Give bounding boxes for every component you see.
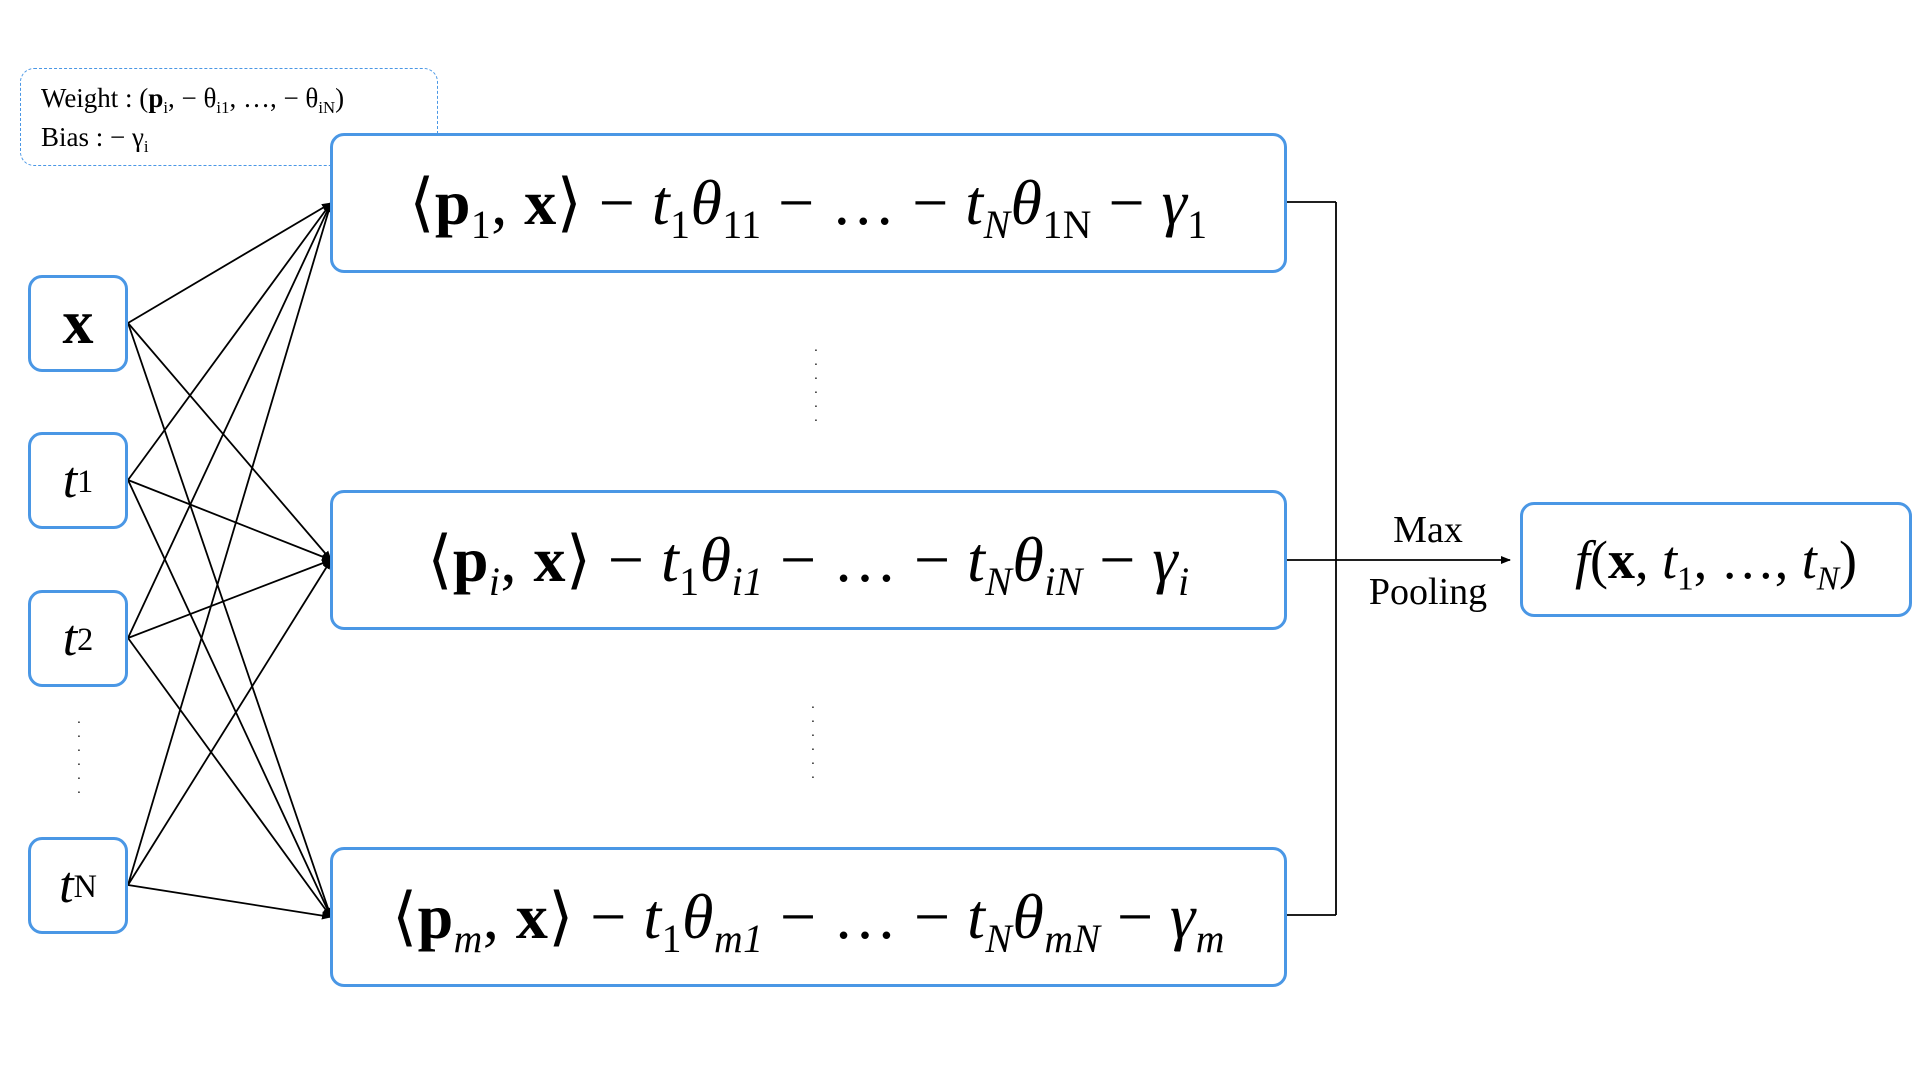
edge-input-1-to-neuron-0: [127, 202, 332, 481]
edge-input-0-to-neuron-2: [127, 322, 332, 918]
neuron-i-theta1-subscript: i1: [731, 559, 764, 604]
pooling-line-2: Pooling: [1368, 571, 1488, 613]
neuron-m-expression: ⟨pm, x⟩ − t1θm1 − … − tNθmN − γm: [392, 881, 1225, 961]
weight-p-subscript: i: [163, 97, 168, 117]
weight-bias-legend: Weight : (pi, − θi1, …, − θiN) Bias : − …: [20, 68, 438, 166]
edge-input-0-to-neuron-1: [127, 322, 332, 561]
neuron-1-p-subscript: 1: [470, 202, 492, 247]
edge-input-2-to-neuron-0: [127, 202, 332, 639]
weight-theta-subscript-n: iN: [318, 97, 336, 117]
edge-input-2-to-neuron-1: [127, 559, 332, 639]
neuron-node-i: ⟨pi, x⟩ − t1θi1 − … − tNθiN − γi: [330, 490, 1287, 630]
max-pooling-label: Max: [1338, 508, 1518, 552]
output-node: f(x, t1, …, tN): [1520, 502, 1912, 617]
output-x-symbol: x: [1607, 529, 1635, 590]
input-t1-label: t: [62, 452, 78, 509]
pooling-bracket: [1286, 201, 1511, 916]
output-t1-subscript: 1: [1676, 560, 1694, 598]
input-node-x: x: [28, 275, 128, 372]
edge-input-2-to-neuron-2: [127, 637, 332, 918]
output-f-symbol: f: [1574, 529, 1590, 590]
input-x-label: x: [62, 289, 94, 357]
bias-subscript: i: [143, 136, 149, 156]
output-tN-subscript: N: [1816, 560, 1840, 598]
neuron-i-p-subscript: i: [488, 559, 501, 604]
neuron-m-thetaN-subscript: mN: [1044, 916, 1101, 961]
input-t2-label: t: [62, 610, 78, 667]
input-tN-label: t: [59, 857, 74, 914]
neuron-i-gamma-subscript: i: [1178, 559, 1190, 604]
weight-label: Weight : (: [41, 83, 149, 113]
weight-p-symbol: p: [148, 83, 164, 113]
neuron-m-gamma-subscript: m: [1195, 916, 1225, 961]
neuron-1-gamma-subscript: 1: [1187, 202, 1208, 247]
bias-legend-line: Bias : − γi: [41, 118, 437, 157]
output-expression: f(x, t1, …, tN): [1574, 529, 1858, 598]
neuron-node-1: ⟨p1, x⟩ − t1θ11 − … − tNθ1N − γ1: [330, 133, 1287, 273]
pooling-line-1: Max: [1393, 509, 1463, 551]
bias-label: Bias : − γ: [41, 122, 144, 152]
edge-input-3-to-neuron-2: [127, 884, 332, 920]
edge-input-3-to-neuron-0: [127, 202, 333, 886]
edge-input-0-to-neuron-0: [127, 202, 332, 324]
neuron-1-expression: ⟨p1, x⟩ − t1θ11 − … − tNθ1N − γ1: [409, 167, 1208, 247]
edge-input-3-to-neuron-1: [127, 559, 332, 886]
weight-legend-line: Weight : (pi, − θi1, …, − θiN): [41, 79, 437, 118]
edge-input-1-to-neuron-2: [127, 479, 332, 918]
neuron-node-m: ⟨pm, x⟩ − t1θm1 − … − tNθmN − γm: [330, 847, 1287, 987]
edge-input-1-to-neuron-1: [127, 479, 332, 561]
neuron-1-thetaN-subscript: 1N: [1042, 202, 1092, 247]
neuron-m-p-subscript: m: [453, 916, 483, 961]
neuron-ellipsis-dots-upper: ······: [813, 344, 819, 429]
weight-theta-symbol-n: , …, − θ: [229, 83, 319, 113]
neuron-ellipsis-dots-lower: ······: [810, 701, 816, 786]
neuron-i-expression: ⟨pi, x⟩ − t1θi1 − … − tNθiN − γi: [427, 524, 1190, 604]
weight-theta-symbol: , − θ: [168, 83, 217, 113]
input-to-neuron-edges: [127, 202, 333, 920]
neuron-m-theta1-subscript: m1: [713, 916, 764, 961]
input-ellipsis-dots: ······: [76, 716, 82, 801]
weight-theta-subscript-1: i1: [216, 97, 230, 117]
max-pooling-label-2: Pooling: [1338, 570, 1518, 614]
neuron-i-thetaN-subscript: iN: [1044, 559, 1083, 604]
weight-close-paren: ): [335, 83, 345, 113]
neuron-1-theta1-subscript: 11: [722, 202, 762, 247]
